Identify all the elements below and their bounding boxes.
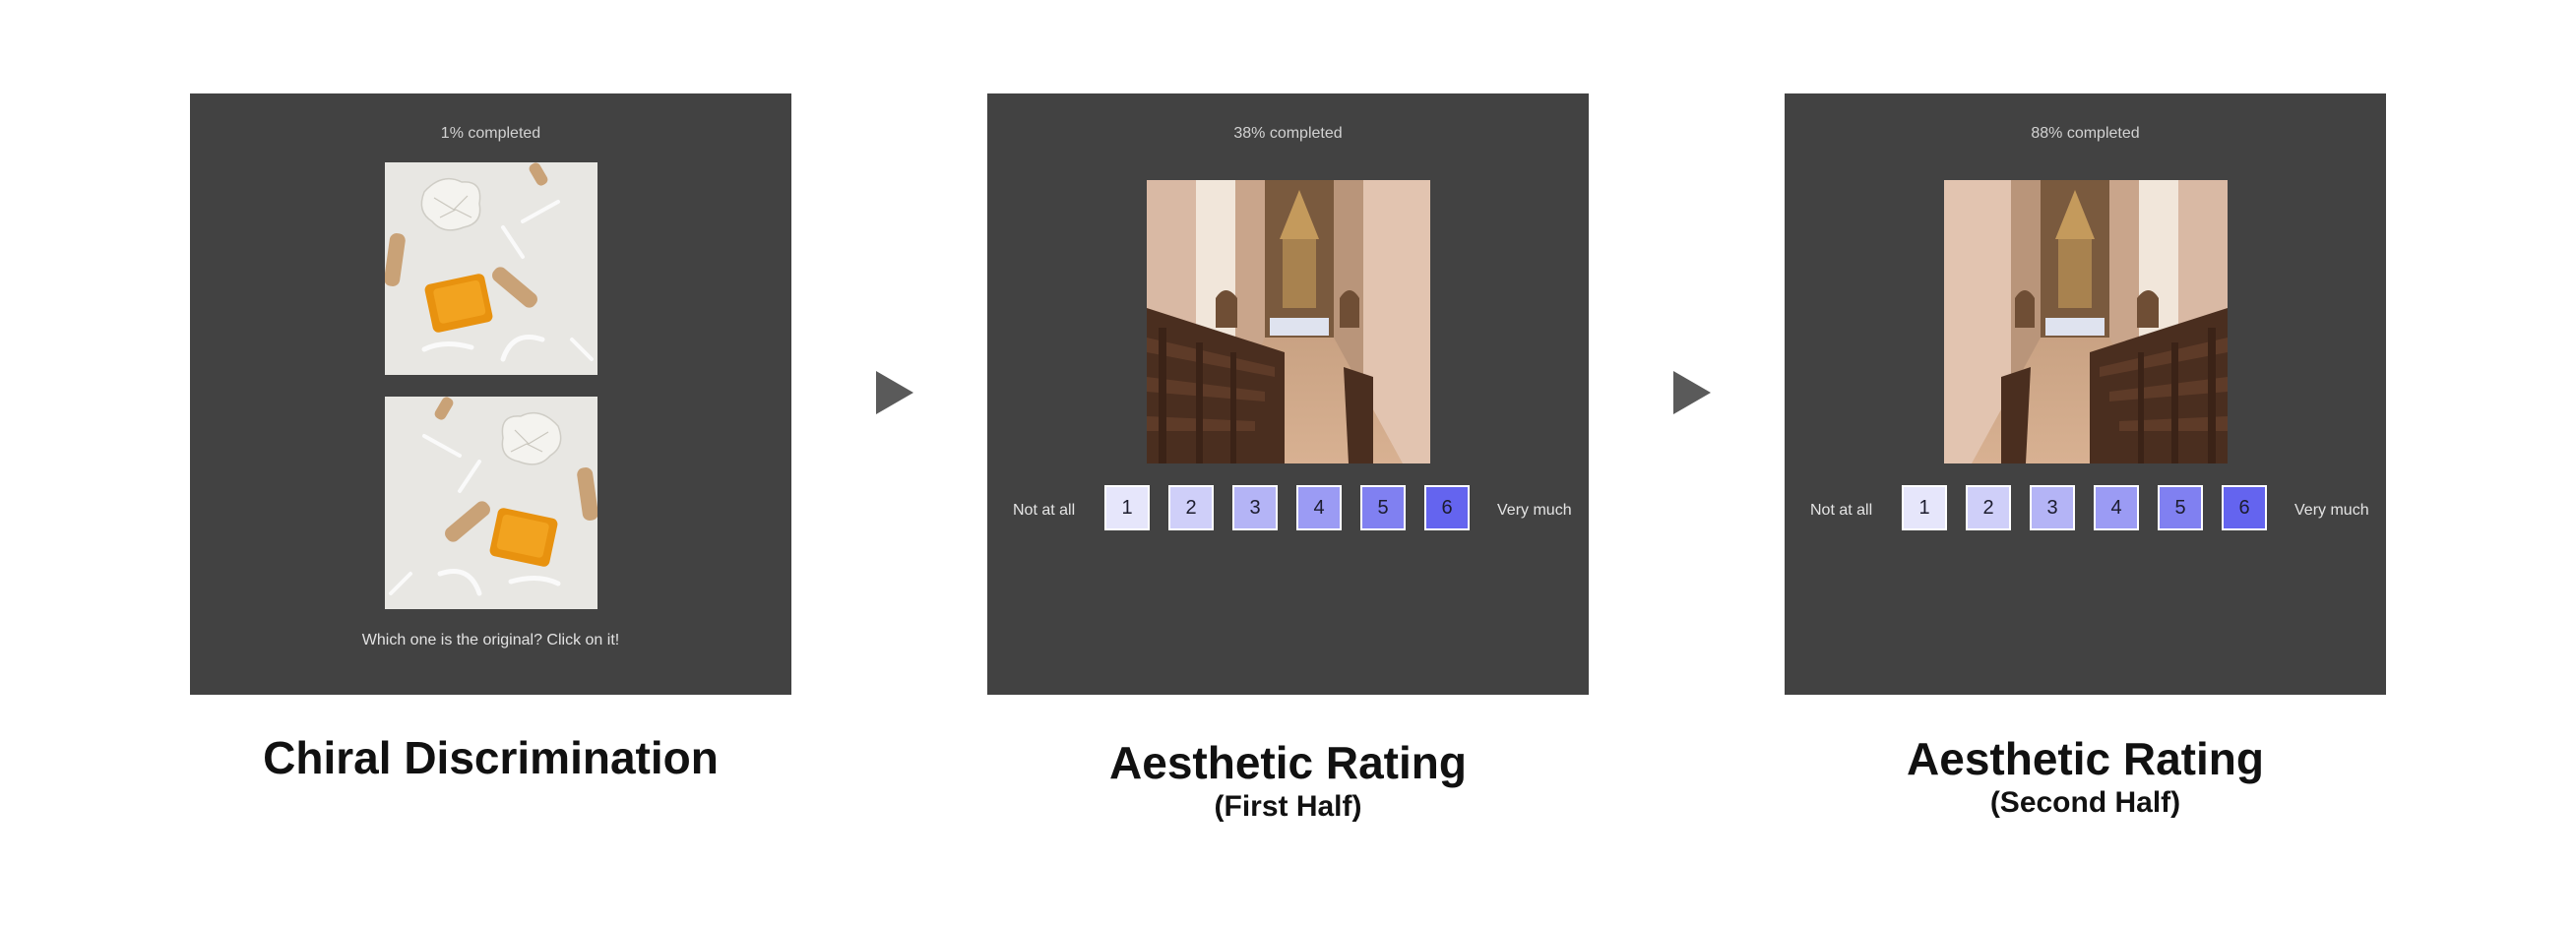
scale-low-label: Not at all	[1013, 502, 1076, 519]
rating-button-5[interactable]: 5	[1360, 485, 1406, 530]
rating-button-3[interactable]: 3	[2030, 485, 2075, 530]
progress-text: 38% completed	[1233, 125, 1343, 142]
rating-button-6[interactable]: 6	[1424, 485, 1470, 530]
aesthetic-rating-panel-second: 88% completed	[1785, 93, 2386, 695]
rating-button-3[interactable]: 3	[1232, 485, 1278, 530]
right-triangle-arrow-icon	[876, 371, 913, 414]
rating-button-4[interactable]: 4	[2094, 485, 2139, 530]
caption-title: Chiral Discrimination	[263, 732, 719, 783]
rating-button-2[interactable]: 2	[1966, 485, 2011, 530]
chiral-discrimination-panel: 1% completed	[190, 93, 791, 695]
progress-text: 1% completed	[440, 125, 541, 142]
scale-low-label: Not at all	[1810, 502, 1873, 519]
caption-title: Aesthetic Rating	[1109, 737, 1467, 788]
caption-subtitle: (Second Half)	[1989, 786, 2181, 819]
rating-button-6[interactable]: 6	[2222, 485, 2267, 530]
right-triangle-arrow-icon	[1673, 371, 1711, 414]
progress-text: 88% completed	[2031, 125, 2140, 142]
church-interior-image-mirrored	[1944, 180, 2228, 463]
church-interior-image	[1147, 180, 1430, 463]
caption-aesthetic-first: Aesthetic Rating (First Half)	[987, 736, 1589, 825]
instruction-text: Which one is the original? Click on it!	[361, 632, 620, 648]
rating-button-1[interactable]: 1	[1902, 485, 1947, 530]
scale-high-label: Very much	[1497, 502, 1572, 519]
scale-high-label: Very much	[2294, 502, 2369, 519]
rating-button-5[interactable]: 5	[2158, 485, 2203, 530]
chiral-image-mirrored[interactable]	[385, 397, 597, 609]
aesthetic-rating-panel-first: 38% completed	[987, 93, 1589, 695]
chiral-image-original[interactable]	[385, 162, 597, 375]
rating-button-4[interactable]: 4	[1296, 485, 1342, 530]
caption-title: Aesthetic Rating	[1907, 733, 2264, 784]
caption-aesthetic-second: Aesthetic Rating (Second Half)	[1785, 732, 2386, 821]
caption-subtitle: (First Half)	[1214, 790, 1362, 823]
caption-chiral-discrimination: Chiral Discrimination	[190, 731, 791, 784]
rating-button-1[interactable]: 1	[1104, 485, 1150, 530]
rating-button-2[interactable]: 2	[1168, 485, 1214, 530]
